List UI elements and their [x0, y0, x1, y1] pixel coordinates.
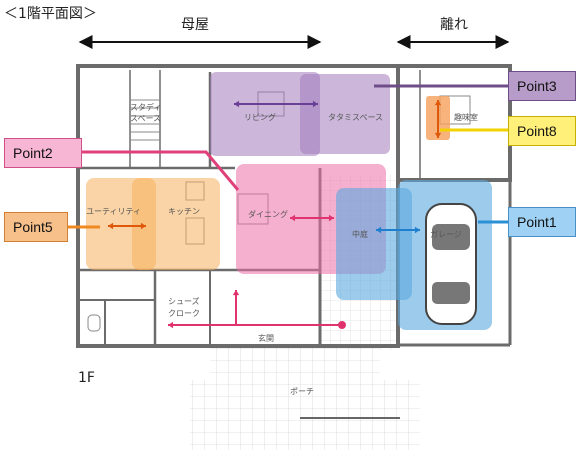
arrowhead: [108, 222, 114, 230]
floor-label: 1F: [78, 370, 95, 386]
point8-callout: Point8: [508, 116, 576, 146]
arrowhead: [232, 290, 240, 296]
point5-callout: Point5: [4, 212, 68, 242]
arrowhead: [290, 214, 296, 222]
point2-leader-line: [82, 150, 240, 191]
room-label-garage: ガレージ: [430, 230, 462, 239]
room-label-utility: ユーティリティ: [86, 207, 142, 216]
arrowhead: [168, 321, 174, 329]
zone-living: [210, 72, 320, 156]
room-label-living: リビング: [244, 113, 276, 122]
arrowhead: [376, 226, 382, 234]
point3-callout: Point3: [508, 71, 576, 101]
arrowhead: [328, 214, 334, 222]
porch-paving-lower: [190, 380, 420, 450]
room-label-hobby: 趣味室: [454, 113, 478, 122]
arrowhead: [234, 100, 240, 108]
arrowhead: [414, 226, 420, 234]
main-house-label: 母屋: [181, 17, 209, 33]
room-label-shoe-closet: シューズ クローク: [168, 297, 200, 318]
arrowhead: [140, 222, 146, 230]
arrowhead: [312, 100, 318, 108]
entrance-point-dot: [338, 321, 346, 329]
room-label-study: スタディ スペース: [130, 103, 162, 123]
zone-tatami-space: [300, 74, 390, 154]
arrowhead: [434, 132, 442, 138]
zone-courtyard: [336, 188, 412, 300]
figure-title: ＜1階平面図＞: [4, 6, 97, 22]
arrowhead: [434, 100, 442, 106]
room-label-entrance: 玄関: [258, 334, 274, 343]
room-label-courtyard: 中庭: [352, 230, 368, 239]
room-label-porch: ポーチ: [290, 387, 314, 396]
room-label-tatami: タタミスペース: [328, 113, 384, 122]
room-label-kitchen: キッチン: [168, 207, 200, 216]
point2-callout: Point2: [4, 138, 82, 168]
room-label-dining: ダイニング: [248, 210, 288, 219]
car-icon: [425, 203, 477, 325]
point1-callout: Point1: [508, 207, 576, 237]
stairs: [130, 99, 160, 141]
zone-kitchen: [132, 178, 220, 270]
annex-label: 離れ: [440, 17, 468, 33]
